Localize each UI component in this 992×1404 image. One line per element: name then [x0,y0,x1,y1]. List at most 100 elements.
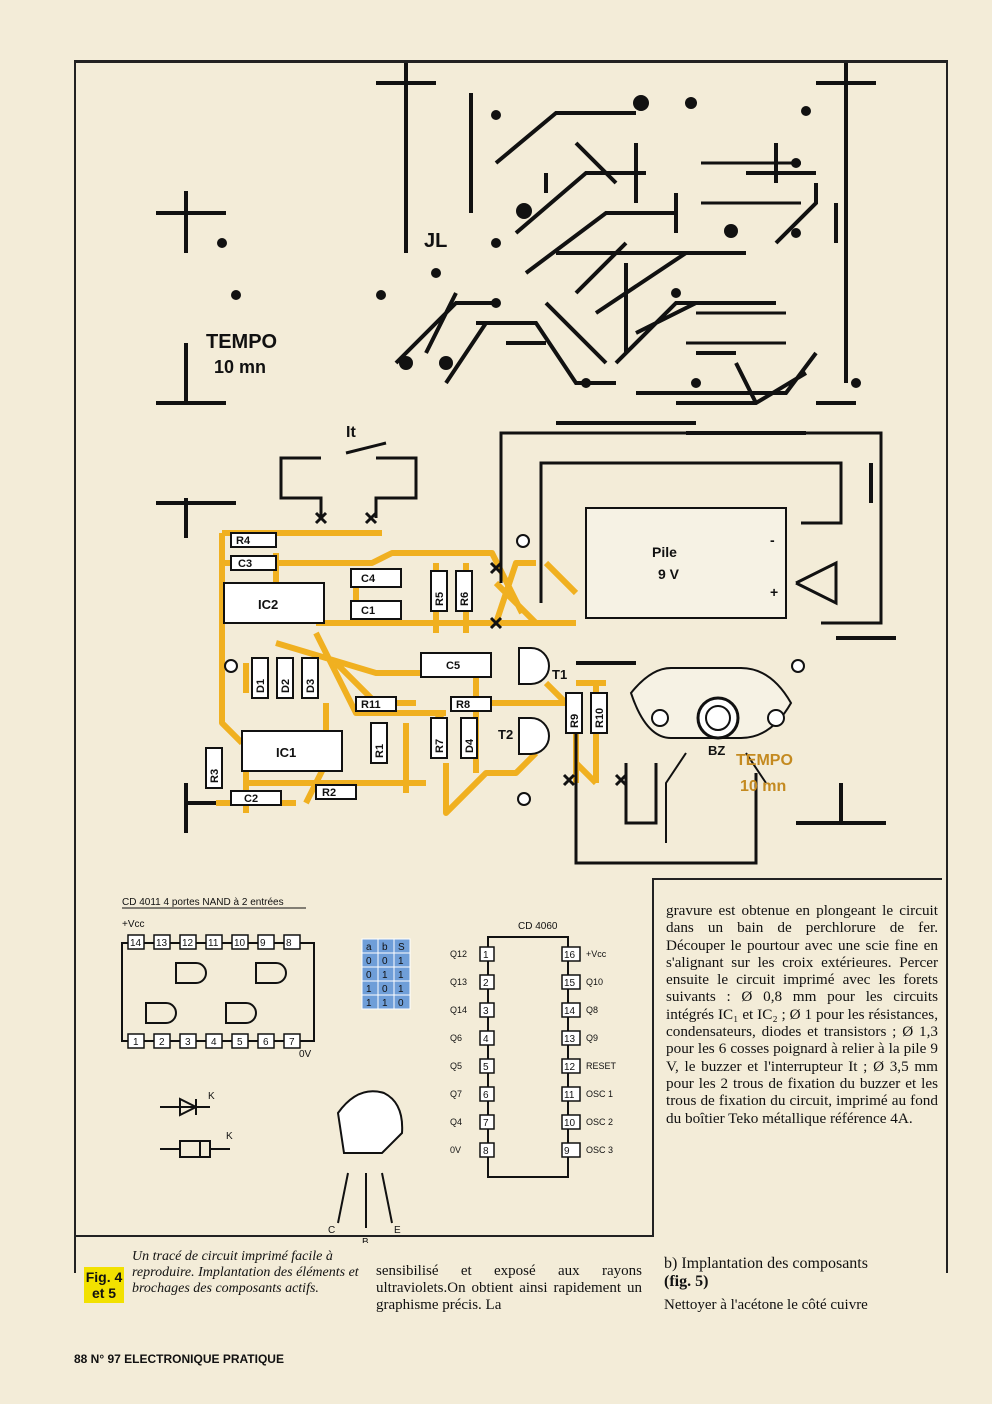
component-label-r1: R1 [374,744,386,758]
cd4060-pin-box [561,1142,581,1158]
cd4011-pin-box [257,1033,275,1049]
caption-rule [74,1235,654,1237]
cd4011-pin-box [153,1033,171,1049]
cd4060-pin-box [561,1058,581,1074]
cd4060-label-reset: RESET [586,1061,617,1071]
component-label-r3: R3 [209,769,221,783]
transistor-symbol [336,1090,404,1228]
truth-table-value: S [398,942,405,953]
cd4060-pin-6: 6 [483,1090,489,1101]
cd4060-pin-13: 13 [564,1034,576,1045]
cd4060-pin-11: 11 [564,1090,575,1101]
section-heading: b) Implantation des composants (fig. 5) [664,1255,940,1291]
truth-table-value: 1 [382,998,388,1009]
cd4011-pin-box [179,1033,197,1049]
cd4011-pin-3: 3 [185,1037,191,1048]
cd4011-pin-10: 10 [234,938,246,949]
truth-table-value: 0 [366,970,372,981]
cd4011-pin-box [283,934,301,950]
cd4060-pin-box [561,1002,581,1018]
cd4011-pin-box [231,934,249,950]
component-layout [205,431,883,865]
cd4060-pin-box [479,1114,495,1130]
cd4060-pin-box [479,1058,495,1074]
cd4060-pin-box [479,1086,495,1102]
battery-plus: + [770,584,778,600]
cd4011-pin-box [127,934,145,950]
cd4011-pin-box [283,1033,301,1049]
cd4060-pin-box [561,1086,581,1102]
cd4060-pin-14: 14 [564,1006,576,1017]
cd4011-pin-2: 2 [159,1037,165,1048]
component-label-r4: R4 [236,535,251,547]
cd4060-pin-15: 15 [564,978,576,989]
component-label-d2: D2 [280,679,292,693]
component-label-c3: C3 [238,558,252,570]
ic2-label: IC2 [258,597,278,612]
cd4011-pin-4: 4 [211,1037,217,1048]
component-label-r11: R11 [361,699,381,711]
cd4060-label-osc-1: OSC 1 [586,1089,613,1099]
side-text-box: gravure est obtenue en plongeant le circ… [652,878,942,1235]
component-label-c5: C5 [446,660,460,672]
figure-tag: Fig. 4 et 5 [84,1267,124,1303]
cd4060-pin-12: 12 [564,1062,576,1073]
cd4060-pin-16: 16 [564,950,576,961]
cd4011-pinout: CD 4011 4 portes NAND à 2 entrées +Vcc 1… [121,897,315,1060]
caption-box: Fig. 4 et 5 Un tracé de circuit imprimé … [74,1237,368,1317]
battery-label-2: 9 V [658,566,680,582]
truth-table-value: 0 [382,984,388,995]
truth-table-value: 0 [366,956,372,967]
cd4011-title: CD 4011 4 portes NAND à 2 entrées [122,897,284,908]
body-column-2: sensibilisé et exposé aux rayons ultravi… [376,1263,642,1313]
cd4011-pin-11: 11 [208,938,219,949]
switch-label: It [346,424,356,441]
section-heading-ref: (fig. 5) [664,1273,709,1290]
component-label-r5: R5 [434,592,446,606]
tempo-title: TEMPO [206,331,277,353]
truth-table-cell [393,994,411,1010]
cd4011-pin-8: 8 [286,938,292,949]
cd4060-pin-5: 5 [483,1062,489,1073]
cd4060-pin-box [561,946,581,962]
cd4011-pin-box [205,1033,223,1049]
truth-table-value: 1 [366,984,372,995]
cd4011-pin-box [231,1033,249,1049]
cd4060-label-q14: Q14 [450,1005,467,1015]
component-label-r2: R2 [322,787,336,799]
cd4011-vcc: +Vcc [122,919,145,930]
truth-table-value: 0 [398,998,404,1009]
cd4060-pin-box [479,1142,495,1158]
figure-frame: JL TEMPO 10 mn [74,60,948,1273]
figure-tag-line-1: Fig. 4 [85,1269,123,1285]
truth-table-value: 1 [398,956,404,967]
transistor-e: E [394,1225,401,1236]
mirror-text-2: 10 mn [740,778,786,795]
diode-symbols [160,1097,230,1158]
mirror-text-1: TEMPO [736,752,793,769]
cd4011-pin-13: 13 [156,938,168,949]
component-label-c4: C4 [361,573,376,585]
cd4060-pin-2: 2 [483,978,489,989]
cd4060-label-+vcc: +Vcc [586,949,607,959]
cd4060-label-q13: Q13 [450,977,467,987]
cd4060-label-q12: Q12 [450,949,467,959]
cd4011-ov: 0V [299,1049,312,1060]
t1-label: T1 [552,667,567,682]
cd4060-label-q7: Q7 [450,1089,462,1099]
component-label-r7: R7 [434,739,446,753]
truth-table-value: a [366,942,372,953]
cd4060-pin-box [479,1030,495,1046]
figure-tag-line-2: et 5 [91,1285,117,1301]
cd4011-pin-box [257,934,275,950]
cd4011-pin-box [179,934,197,950]
cd4060-label-q6: Q6 [450,1033,462,1043]
truth-table-value: 1 [366,998,372,1009]
cd4060-label-q9: Q9 [586,1033,598,1043]
cd4011-pin-5: 5 [237,1037,243,1048]
cd4011-pin-7: 7 [289,1037,295,1048]
side-paragraph: gravure est obtenue en plongeant le circ… [666,902,938,1127]
figure-illustration: JL TEMPO 10 mn [121,63,896,1243]
cd4060-pin-7: 7 [483,1118,489,1129]
cd4060-pin-box [479,974,495,990]
